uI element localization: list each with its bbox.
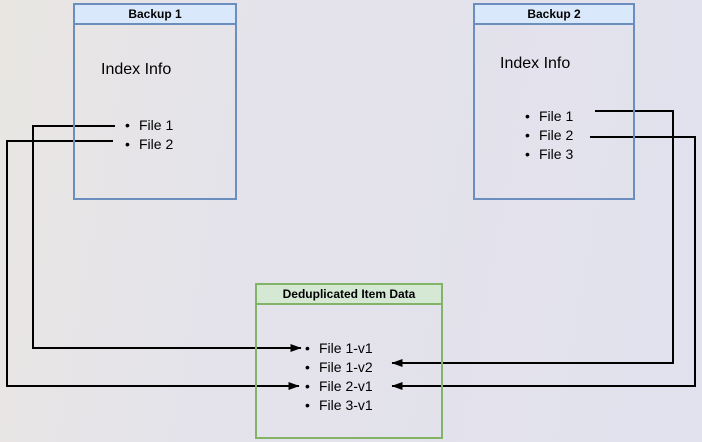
bullet-icon: • <box>525 108 530 124</box>
file-label: File 2 <box>539 127 574 143</box>
file-label: File 3 <box>539 146 574 162</box>
backup2-box: Backup 2 <box>473 3 635 200</box>
bullet-icon: • <box>305 397 310 413</box>
backup1-index-label: Index Info <box>101 61 172 78</box>
backup2-header: Backup 2 <box>475 5 633 25</box>
backup2-file-item: • File 3 <box>523 145 573 164</box>
bullet-icon: • <box>305 340 310 356</box>
backup1-file-item: • File 2 <box>123 135 173 154</box>
file-label: File 1 <box>539 108 574 124</box>
file-label: File 1-v1 <box>319 340 373 356</box>
bullet-icon: • <box>525 146 530 162</box>
backup2-file-item: • File 1 <box>523 107 573 126</box>
dedup-item: • File 2-v1 <box>303 377 373 396</box>
bullet-icon: • <box>125 136 130 152</box>
dedup-title: Deduplicated Item Data <box>282 287 416 301</box>
backup1-file-list: • File 1 • File 2 <box>123 116 173 154</box>
dedup-item: • File 1-v2 <box>303 358 373 377</box>
backup2-file-item: • File 2 <box>523 126 573 145</box>
dedup-item-list: • File 1-v1 • File 1-v2 • File 2-v1 • File 3-v1 <box>303 339 373 415</box>
deduplicated-item-data-box: Deduplicated Item Data <box>255 283 443 439</box>
file-label: File 1-v2 <box>319 359 373 375</box>
backup2-file-list: • File 1 • File 2 • File 3 <box>523 107 573 164</box>
backup2-index-label: Index Info <box>500 55 571 72</box>
bullet-icon: • <box>125 117 130 133</box>
dedup-item: • File 1-v1 <box>303 339 373 358</box>
backup1-header: Backup 1 <box>75 5 235 25</box>
file-label: File 3-v1 <box>319 397 373 413</box>
file-label: File 2 <box>139 136 174 152</box>
file-label: File 1 <box>139 117 174 133</box>
backup1-title: Backup 1 <box>128 7 182 21</box>
dedup-item: • File 3-v1 <box>303 396 373 415</box>
bullet-icon: • <box>525 127 530 143</box>
bullet-icon: • <box>305 359 310 375</box>
backup1-box: Backup 1 <box>73 3 237 200</box>
dedup-header: Deduplicated Item Data <box>257 285 441 305</box>
file-label: File 2-v1 <box>319 378 373 394</box>
backup2-title: Backup 2 <box>527 7 581 21</box>
bullet-icon: • <box>305 378 310 394</box>
backup1-file-item: • File 1 <box>123 116 173 135</box>
